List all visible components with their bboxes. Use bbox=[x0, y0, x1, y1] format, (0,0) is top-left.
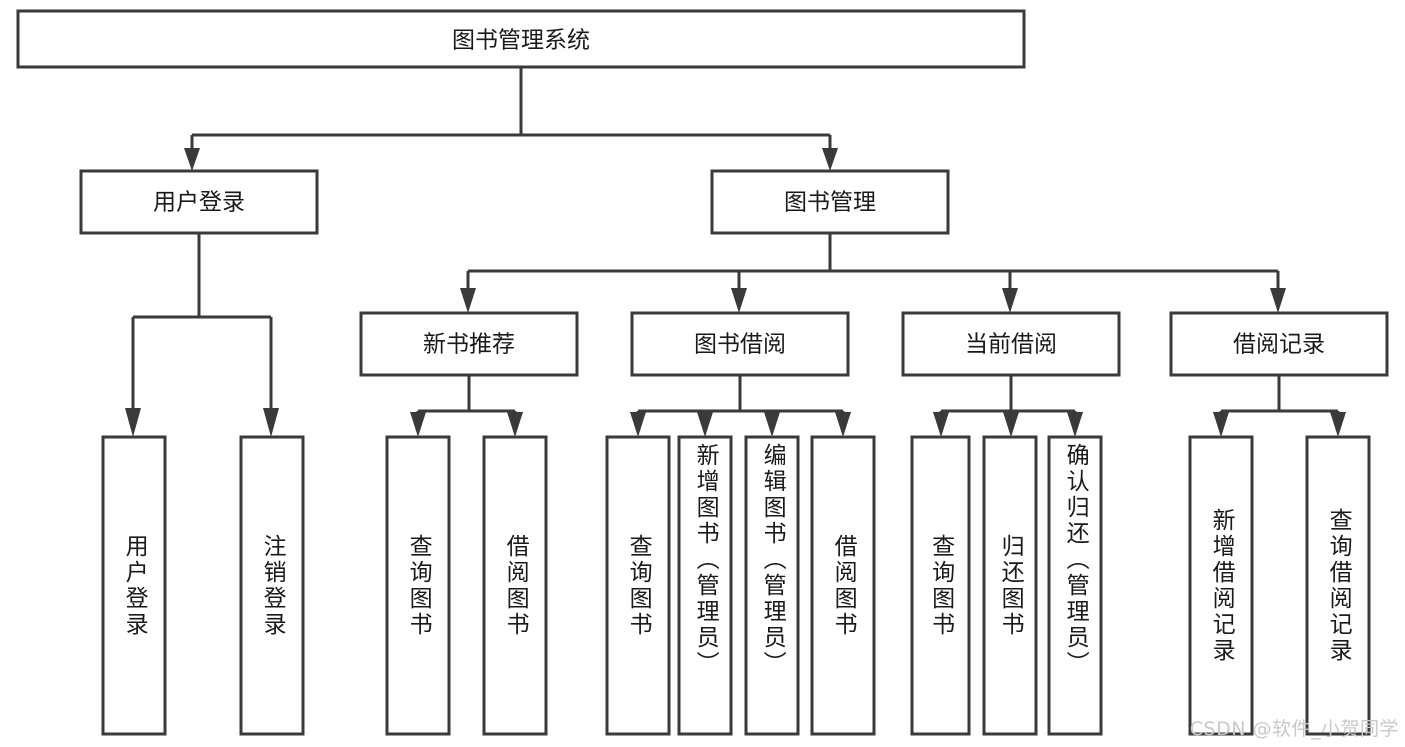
arrow-head-tsjy-leaf-3 bbox=[764, 412, 780, 437]
root-label: 图书管理系统 bbox=[452, 28, 590, 54]
leaf-box-query-borrow-record[interactable] bbox=[1305, 435, 1371, 736]
new-book-recommend-box[interactable] bbox=[359, 311, 579, 377]
arrow-head-tsjy-leaf-4 bbox=[835, 412, 851, 437]
book-management-box[interactable] bbox=[710, 169, 950, 235]
leaf-box-query-book-dqjy[interactable] bbox=[910, 435, 971, 736]
user-login-label: 用户登录 bbox=[153, 190, 245, 216]
node-borrow-record[interactable]: 借阅记录 bbox=[1169, 311, 1389, 377]
book-borrow-label: 图书借阅 bbox=[694, 332, 786, 358]
arrow-head-book-borrow bbox=[731, 288, 747, 313]
watermark: CSDN @软件_小贺同学 bbox=[1189, 718, 1399, 740]
arrow-head-tsjy-leaf-1 bbox=[630, 412, 646, 437]
borrow-record-box[interactable] bbox=[1169, 311, 1389, 377]
new-book-recommend-label: 新书推荐 bbox=[423, 332, 515, 358]
arrow-head-borrow-record bbox=[1270, 288, 1286, 313]
leaf-box-add-borrow-record[interactable] bbox=[1188, 435, 1254, 736]
leaf-box-borrow-book-tsjy[interactable] bbox=[810, 435, 876, 736]
arrow-head-new-book-rec bbox=[460, 288, 476, 313]
current-borrow-label: 当前借阅 bbox=[965, 332, 1057, 358]
node-current-borrow[interactable]: 当前借阅 bbox=[901, 311, 1121, 377]
book-management-label: 图书管理 bbox=[784, 190, 876, 216]
leaf-box-return-book[interactable] bbox=[982, 435, 1038, 736]
arrow-head-user-login bbox=[184, 148, 200, 171]
leaf-box-user-login[interactable] bbox=[101, 435, 167, 736]
user-login-box[interactable] bbox=[79, 169, 319, 235]
arrow-head-current-borrow bbox=[1002, 288, 1018, 313]
leaf-box-layer bbox=[101, 435, 1371, 736]
arrow-head-leaf-user-login bbox=[125, 408, 141, 437]
arrow-head-book-mgmt bbox=[822, 148, 838, 171]
current-borrow-box[interactable] bbox=[901, 311, 1121, 377]
node-root[interactable]: 图书管理系统 bbox=[16, 9, 1026, 69]
arrow-head-jyjl-leaf-2 bbox=[1330, 412, 1346, 437]
leaf-box-logout[interactable] bbox=[239, 435, 305, 736]
leaf-box-query-book-nsr[interactable] bbox=[385, 435, 451, 736]
arrow-head-nsr-leaf-1 bbox=[410, 412, 426, 437]
arrow-head-dqjy-leaf-1 bbox=[933, 412, 949, 437]
leaf-box-add-book-admin[interactable] bbox=[677, 435, 733, 736]
node-user-login[interactable]: 用户登录 bbox=[79, 169, 319, 235]
root-box[interactable] bbox=[16, 9, 1026, 69]
borrow-record-label: 借阅记录 bbox=[1233, 332, 1325, 358]
leaf-box-edit-book-admin[interactable] bbox=[744, 435, 800, 736]
leaf-box-borrow-book-nsr[interactable] bbox=[482, 435, 548, 736]
arrow-head-nsr-leaf-2 bbox=[507, 412, 523, 437]
arrow-head-leaf-logout bbox=[263, 408, 279, 437]
node-book-borrow[interactable]: 图书借阅 bbox=[630, 311, 850, 377]
node-book-management[interactable]: 图书管理 bbox=[710, 169, 950, 235]
leaf-box-query-book-tsjy[interactable] bbox=[605, 435, 671, 736]
book-borrow-box[interactable] bbox=[630, 311, 850, 377]
arrow-head-dqjy-leaf-3 bbox=[1067, 412, 1083, 437]
leaf-box-confirm-return-admin[interactable] bbox=[1047, 435, 1103, 736]
arrow-head-tsjy-leaf-2 bbox=[697, 412, 713, 437]
connector-layer bbox=[125, 67, 1346, 437]
arrow-head-dqjy-leaf-2 bbox=[1003, 412, 1019, 437]
node-new-book-recommend[interactable]: 新书推荐 bbox=[359, 311, 579, 377]
arrow-head-jyjl-leaf-1 bbox=[1213, 412, 1229, 437]
